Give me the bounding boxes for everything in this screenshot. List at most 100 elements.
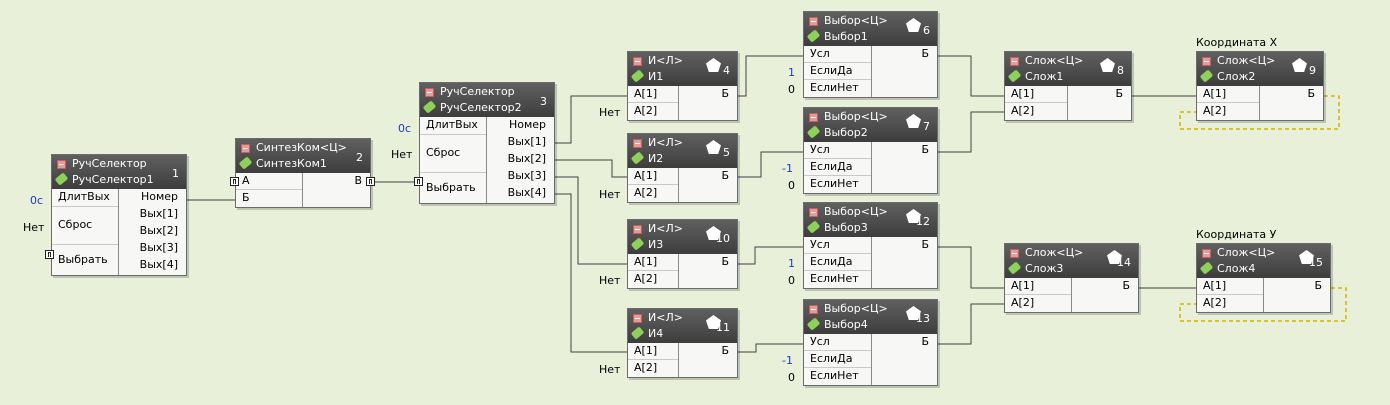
port-out[interactable]: Вых[3] [507,169,546,182]
port-out[interactable]: Б [921,335,929,348]
port-in[interactable]: А[2] [1011,104,1035,117]
port-out[interactable]: Б [721,344,729,357]
port-in[interactable]: А[1] [628,343,678,360]
port-in[interactable]: ДлитВых [420,117,486,135]
block-and-1[interactable]: И<Л> И1 4 А[1] А[2] Б [627,51,738,121]
collapse-icon[interactable] [241,144,250,153]
port-out[interactable]: Вых[4] [507,186,546,199]
collapse-icon[interactable] [1202,249,1211,258]
port-in[interactable]: А[1] [1005,86,1067,103]
port-out[interactable]: В [354,174,362,187]
wire-b3-b5[interactable] [555,159,627,178]
collapse-icon[interactable] [57,160,66,169]
port-out[interactable]: Б [721,87,729,100]
port-out[interactable]: Вых[2] [139,224,178,237]
port-in[interactable]: ЕслиДа [804,351,871,368]
block-select-4[interactable]: Выбор<Ц> Выбор4 13 Усл ЕслиДа ЕслиНет Б [803,299,938,386]
block-sum-3[interactable]: Слож<Ц> Слож3 14 А[1] А[2] Б [1004,243,1139,313]
block-sum-4[interactable]: Слож<Ц> Слож4 15 А[1] А[2] Б [1196,243,1331,313]
wire-b13-b14[interactable] [938,303,1004,345]
port-in[interactable]: Сброс [420,135,486,173]
block-select-1[interactable]: Выбор<Ц> Выбор1 6 Усл ЕслиДа ЕслиНет Б [803,11,938,98]
port-in[interactable]: А[1] [1197,278,1263,295]
port-out[interactable]: Б [721,169,729,182]
collapse-icon[interactable] [633,139,642,148]
wire-b6-b8[interactable] [938,55,1004,97]
port-out[interactable]: Б [921,47,929,60]
port-out[interactable]: Б [921,143,929,156]
collapse-icon[interactable] [633,225,642,234]
collapse-icon[interactable] [1010,57,1019,66]
port-in[interactable]: Сброс [52,207,118,245]
block-select-2[interactable]: Выбор<Ц> Выбор2 7 Усл ЕслиДа ЕслиНет Б [803,107,938,194]
collapse-icon[interactable] [425,88,434,97]
port-out[interactable]: Вых[1] [507,135,546,148]
port-in[interactable]: А[1] [1005,278,1071,295]
port-in[interactable]: А[2] [634,361,658,374]
block-manual-selector-2[interactable]: РучСелектор РучСелектор2 3 ДлитВых Сброс… [419,82,555,204]
wire-b3-b11[interactable] [555,193,627,353]
wire-b3-b10[interactable] [555,176,627,265]
port-in[interactable]: ЕслиНет [810,272,859,285]
port-out[interactable]: Вых[4] [139,258,178,271]
port-in[interactable]: Усл [804,46,871,63]
port-in[interactable]: А[1] [628,254,678,271]
block-manual-selector-1[interactable]: РучСелектор РучСелектор1 1 ДлитВых Сброс… [51,154,187,276]
port-in[interactable]: А[1] [628,168,678,185]
port-in[interactable]: Усл [804,142,871,159]
block-select-3[interactable]: Выбор<Ц> Выбор3 12 Усл ЕслиДа ЕслиНет Б [803,202,938,289]
collapse-icon[interactable] [809,113,818,122]
block-sum-1[interactable]: Слож<Ц> Слож1 8 А[1] А[2] Б [1004,51,1132,121]
port-in[interactable]: А[1] [628,86,678,103]
port-out[interactable]: Б [1115,87,1123,100]
block-and-3[interactable]: И<Л> И3 10 А[1] А[2] Б [627,219,738,289]
wire-b12-b14[interactable] [938,246,1004,289]
wire-b10-b12[interactable] [738,246,803,265]
block-and-2[interactable]: И<Л> И2 5 А[1] А[2] Б [627,133,738,203]
wire-b11-b13[interactable] [738,343,803,353]
port-in[interactable]: Выбрать [58,253,108,266]
port-in[interactable]: ЕслиНет [810,369,859,382]
port-in[interactable]: А [236,173,302,190]
port-in[interactable]: Усл [804,334,871,351]
port-out[interactable]: Б [721,255,729,268]
port-in[interactable]: ЕслиДа [804,159,871,176]
port-out[interactable]: Вых[3] [139,241,178,254]
port-out[interactable]: Вых[1] [139,207,178,220]
port-in[interactable]: А[2] [1203,296,1227,309]
block-and-4[interactable]: И<Л> И4 11 А[1] А[2] Б [627,308,738,378]
port-in[interactable]: Усл [804,237,871,254]
port-in[interactable]: А[1] [1197,86,1259,103]
collapse-icon[interactable] [633,314,642,323]
port-out[interactable]: Б [1122,279,1130,292]
port-out[interactable]: Б [1307,87,1315,100]
block-synth-com-1[interactable]: СинтезКом<Ц> СинтезКом1 2 А Б В [235,138,371,208]
collapse-icon[interactable] [809,208,818,217]
port-out[interactable]: Номер [140,190,178,203]
port-in[interactable]: А[2] [1203,104,1227,117]
port-in[interactable]: ЕслиДа [804,254,871,271]
block-sum-2[interactable]: Слож<Ц> Слож2 9 А[1] А[2] Б [1196,51,1324,121]
collapse-icon[interactable] [809,305,818,314]
port-in[interactable]: А[2] [634,104,658,117]
port-in[interactable]: А[2] [634,186,658,199]
port-in[interactable]: Выбрать [426,181,476,194]
port-in[interactable]: А[2] [634,272,658,285]
collapse-icon[interactable] [1202,57,1211,66]
feedback-wire-b9[interactable] [1179,95,1340,130]
port-in[interactable]: Б [242,191,250,204]
feedback-wire-b15[interactable] [1179,287,1347,322]
port-out[interactable]: Номер [508,118,546,131]
port-in[interactable]: ЕслиНет [810,177,859,190]
port-in[interactable]: А[2] [1011,296,1035,309]
port-in[interactable]: ЕслиДа [804,63,871,80]
collapse-icon[interactable] [809,17,818,26]
wire-b5-b7[interactable] [738,151,803,178]
wire-b4-b6[interactable] [738,55,803,97]
port-out[interactable]: Б [1314,279,1322,292]
port-out[interactable]: Вых[2] [507,152,546,165]
collapse-icon[interactable] [633,57,642,66]
port-in[interactable]: ДлитВых [52,189,118,207]
collapse-icon[interactable] [1010,249,1019,258]
wire-b3-b4[interactable] [555,95,627,144]
